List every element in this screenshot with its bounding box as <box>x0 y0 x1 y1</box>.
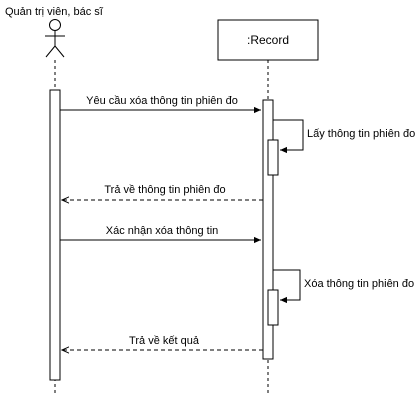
message-label: Trả về thông tin phiên đo <box>104 184 225 196</box>
message-label: Yêu cầu xóa thông tin phiên đo <box>86 95 238 107</box>
message-return-result: Trả về kết quả <box>62 335 263 350</box>
actor-label: Quản trị viên, bác sĩ <box>5 6 104 18</box>
message-label: Lấy thông tin phiên đo <box>307 128 415 140</box>
record-activation-bar-nested-2 <box>267 289 279 326</box>
record-object-box <box>217 19 319 61</box>
message-label: Xóa thông tin phiên đo <box>304 278 414 290</box>
message-label: Trả về kết quả <box>129 335 200 347</box>
message-confirm-delete: Xác nhận xóa thông tin <box>60 225 261 244</box>
actor-activation-bar <box>49 89 61 381</box>
actor: Quản trị viên, bác sĩ <box>5 6 104 395</box>
message-request-delete: Yêu cầu xóa thông tin phiên đo <box>60 95 261 114</box>
record-activation-bar-nested-1 <box>267 139 279 176</box>
message-return-info: Trả về thông tin phiên đo <box>62 184 263 200</box>
self-message-arrow <box>273 269 301 304</box>
record-object-label: :Record <box>247 33 289 47</box>
actor-stick-figure-icon <box>45 19 65 58</box>
record-activation-bar <box>262 99 274 360</box>
message-self-delete-info: Xóa thông tin phiên đo <box>273 269 414 304</box>
message-self-get-info: Lấy thông tin phiên đo <box>273 119 415 154</box>
record-object: :Record <box>217 19 319 395</box>
message-label: Xác nhận xóa thông tin <box>106 225 219 237</box>
self-message-arrow <box>273 119 304 154</box>
